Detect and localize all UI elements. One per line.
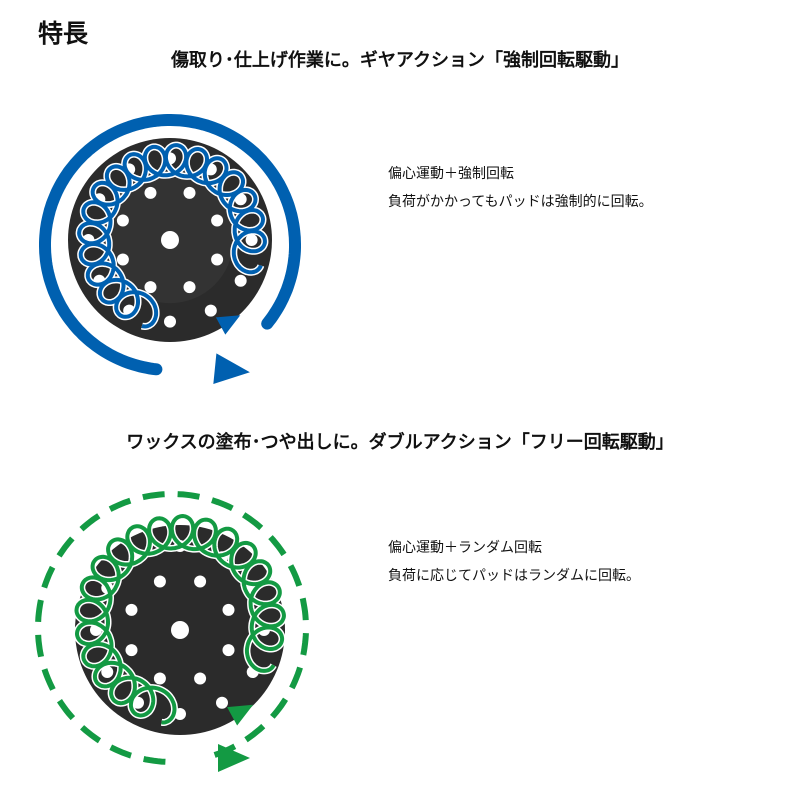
double-action-line1: 偏心運動＋ランダム回転 <box>388 540 542 556</box>
arrow-head-icon <box>227 704 254 726</box>
double-action-diagram <box>35 491 309 772</box>
pad-hole <box>194 575 207 588</box>
double-action-description: 偏心運動＋ランダム回転 負荷に応じてパッドはランダムに回転。 <box>388 534 640 590</box>
pad-hole <box>222 603 235 616</box>
page-title: 特長 <box>38 19 89 48</box>
arrow-head-icon <box>218 744 250 772</box>
pad-hole <box>153 672 166 685</box>
pad-hole <box>101 666 114 678</box>
gear-action-heading: 傷取り･仕上げ作業に。ギヤアクション「強制回転駆動」 <box>170 50 630 71</box>
pad-hole <box>183 281 196 294</box>
gear-action-line2: 負荷がかかってもパッドは強制的に回転。 <box>388 194 653 210</box>
pad-hole <box>125 603 138 616</box>
pad-hole <box>204 304 217 317</box>
pad-hole <box>164 315 176 328</box>
pad-hole <box>234 274 247 287</box>
pad-hole <box>153 575 166 588</box>
pad-hole <box>116 214 129 227</box>
loop-path <box>74 513 286 725</box>
gear-action-line1: 偏心運動＋強制回転 <box>388 166 514 182</box>
pad-hole <box>144 186 157 199</box>
pad-hole <box>222 644 235 657</box>
pad-hole <box>144 281 157 294</box>
pad-hole <box>183 186 196 199</box>
loop-path <box>77 143 267 329</box>
pad-hole <box>194 672 207 685</box>
double-action-heading: ワックスの塗布･つや出しに。ダブルアクション「フリー回転駆動」 <box>126 432 674 453</box>
arrow-head-icon <box>213 353 250 385</box>
pad-hole <box>116 253 129 266</box>
pad-center-hole <box>161 231 179 249</box>
rotation-arc-dashed <box>35 491 309 765</box>
double-action-line2: 負荷に応じてパッドはランダムに回転。 <box>388 568 640 584</box>
pad-hole <box>211 214 224 227</box>
arrow-head-icon <box>215 315 241 335</box>
gear-action-diagram <box>39 114 301 385</box>
gear-action-description: 偏心運動＋強制回転 負荷がかかってもパッドは強制的に回転。 <box>388 160 653 216</box>
pad-center-hole <box>171 621 189 639</box>
pad-hole <box>211 253 224 266</box>
pad-hole <box>245 234 258 246</box>
pad-hole <box>125 644 138 657</box>
pad-hole <box>216 696 228 709</box>
rotation-arc <box>39 114 301 376</box>
